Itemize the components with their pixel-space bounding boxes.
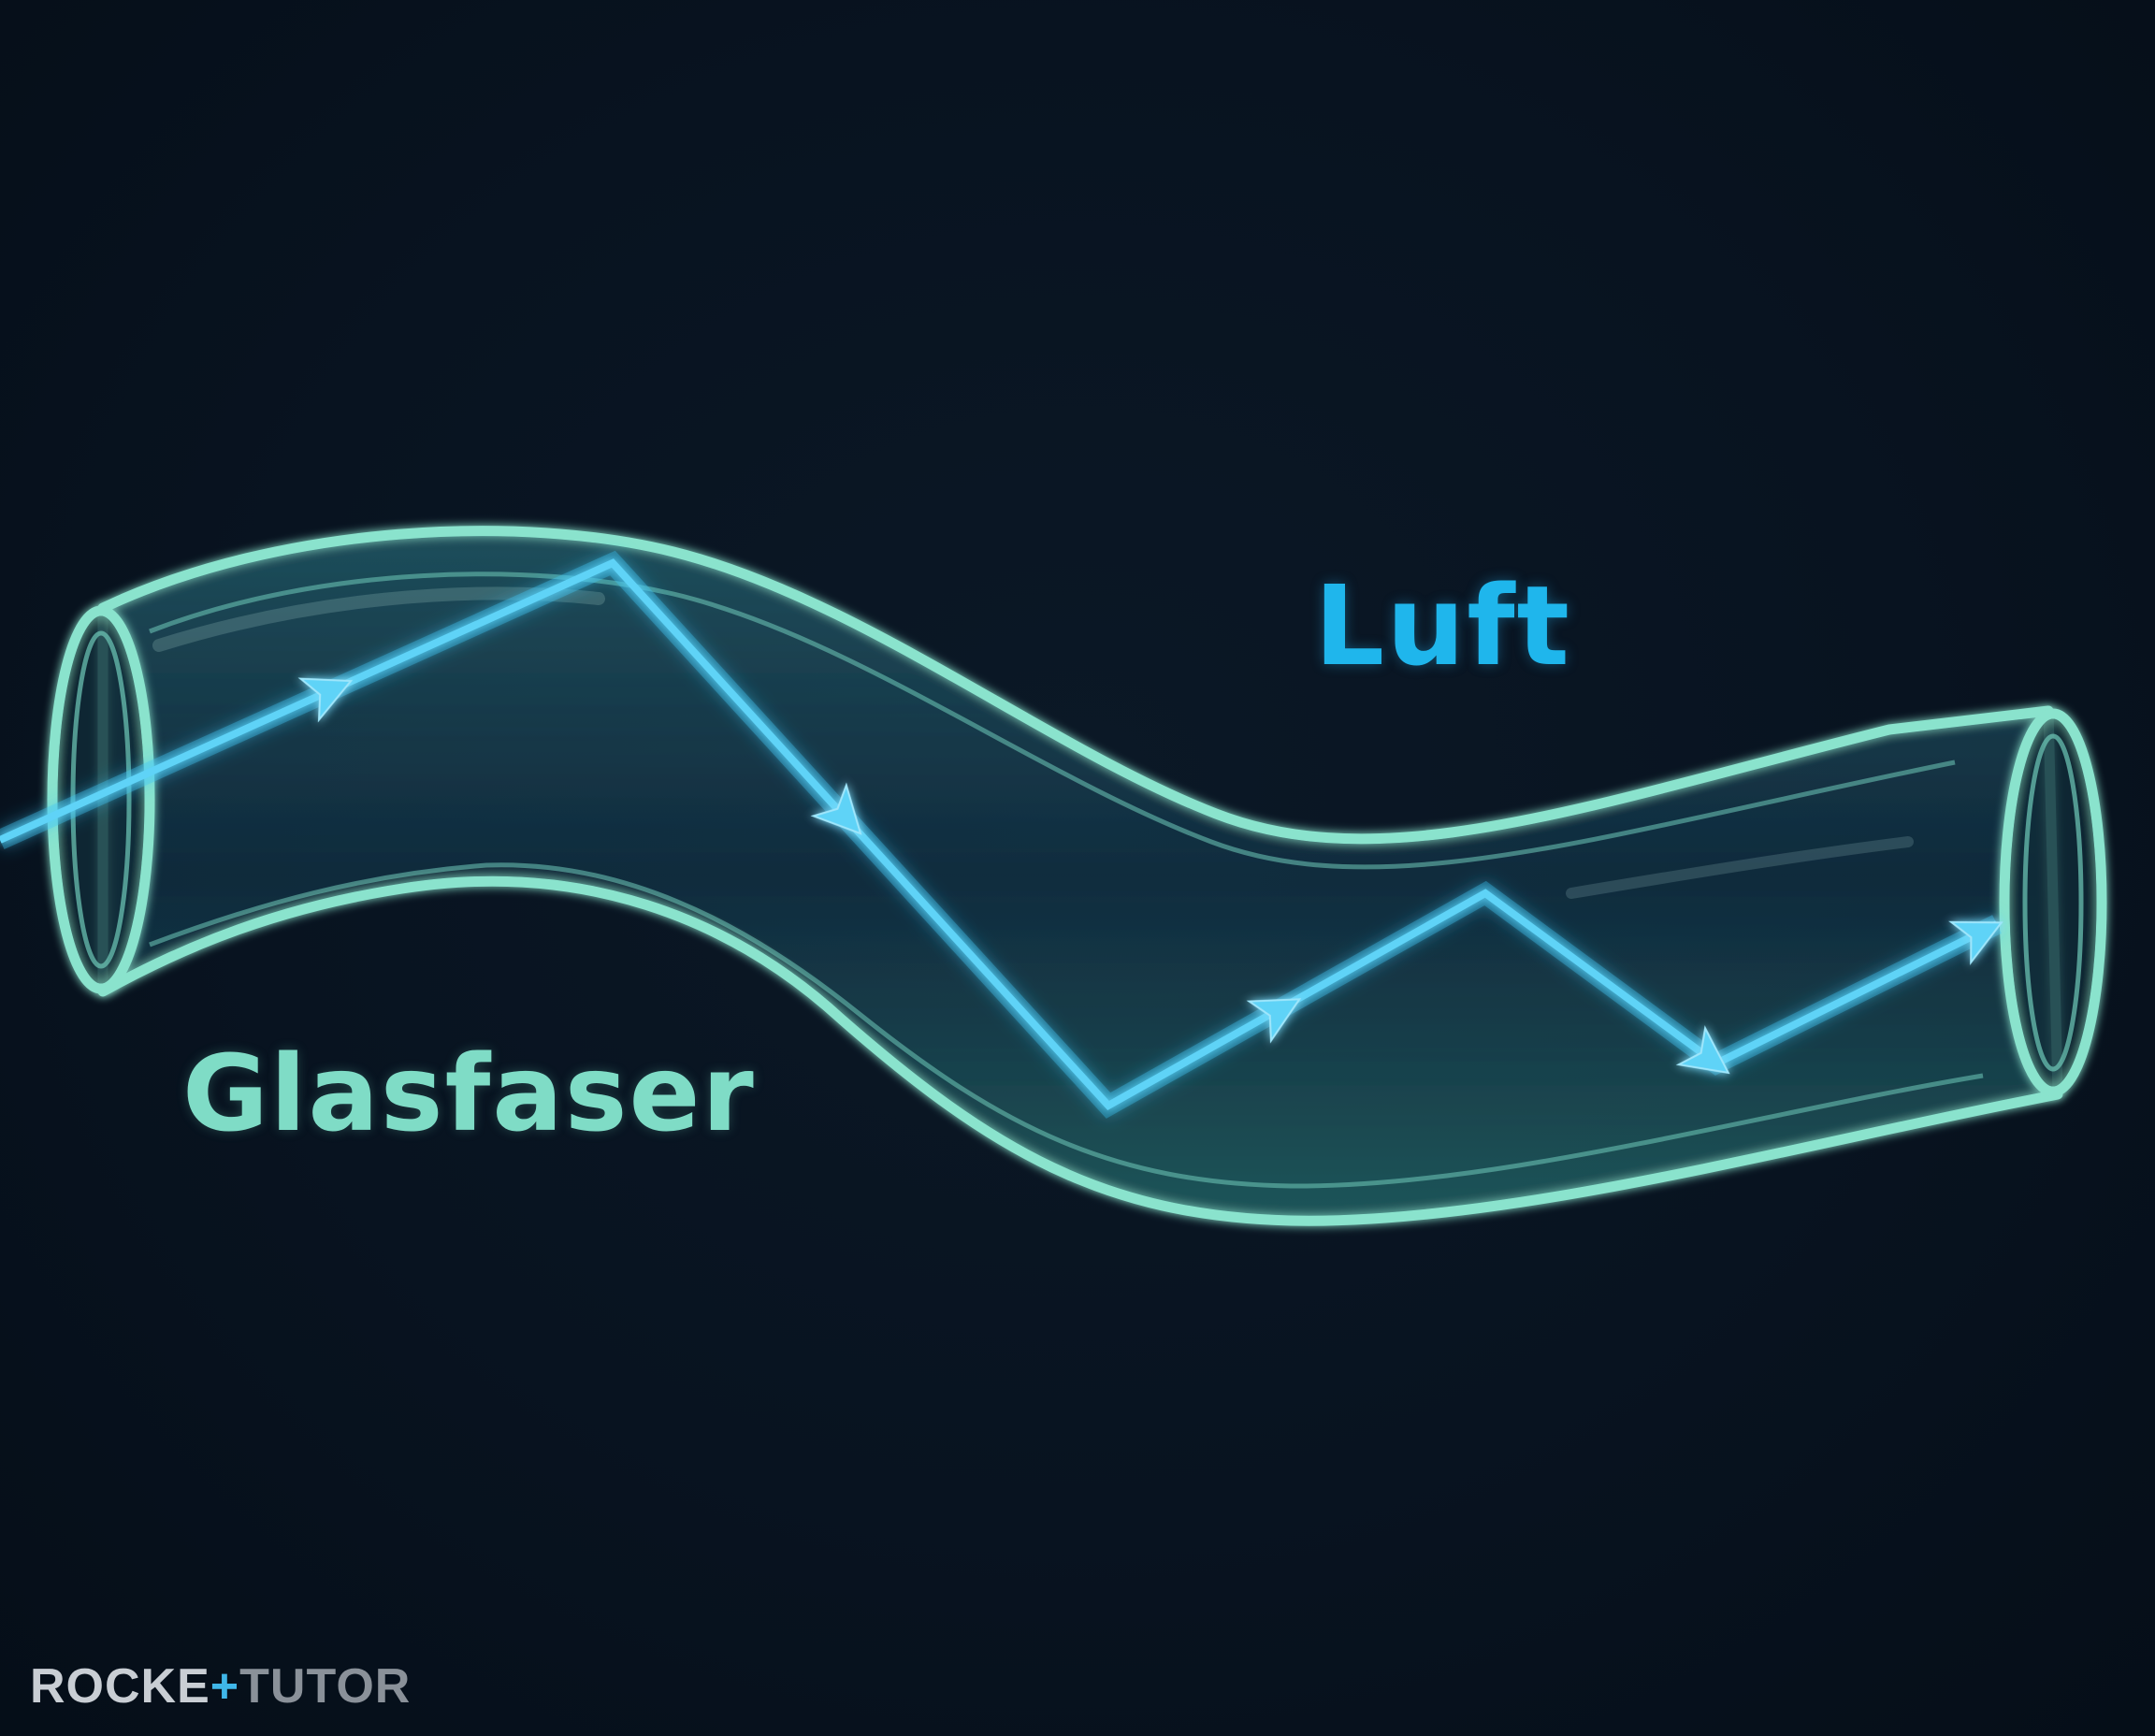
label-fiber: Glasfaser [182,1034,756,1155]
fiber-exit-face-inner [2022,733,2084,1072]
ray-direction-arrows [297,677,2003,1075]
arrow-head-icon [1246,998,1302,1044]
arrow-head-icon [810,782,862,835]
tube-inner-wall-bottom [149,862,1984,1189]
label-outside-medium: Luft [1314,561,1571,690]
glass-fiber-tube [97,526,2063,1226]
arrow-head-icon [1948,920,2003,965]
glass-highlight [1566,836,1914,899]
arrow-head-icon [1675,1025,1730,1075]
tube-inner-wall-top [149,571,1956,870]
logo-word-2: TUTOR [239,1659,412,1714]
arrow-head-icon [297,677,354,723]
fiber-exit-face [1999,708,2107,1097]
logo-plus: + [210,1659,240,1714]
brand-logo: ROCKE+TUTOR [30,1658,411,1714]
logo-word-1: ROCKE [30,1659,210,1714]
